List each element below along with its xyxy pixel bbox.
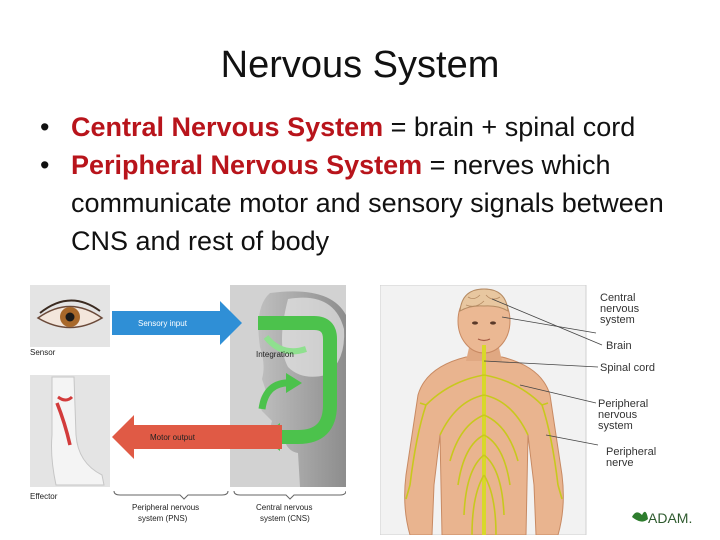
label-peripheral-nerve-line1: Peripheral bbox=[606, 446, 656, 458]
label-cns-line1: Central bbox=[600, 292, 635, 304]
cns-caption-line2: system (CNS) bbox=[260, 514, 310, 523]
integration-label: Integration bbox=[256, 350, 294, 359]
nerve-network-icon bbox=[405, 345, 563, 535]
adam-logo-icon: ADAM. bbox=[632, 510, 692, 526]
motor-output-label: Motor output bbox=[150, 433, 196, 442]
adam-logo-text: ADAM. bbox=[648, 510, 692, 526]
bullet-dot: • bbox=[40, 112, 50, 142]
label-spinal-cord: Spinal cord bbox=[600, 362, 655, 374]
bullet-cns-definition: = brain + spinal cord bbox=[383, 112, 636, 142]
cns-caption-line1: Central nervous bbox=[256, 503, 312, 512]
human-nervous-system-diagram: Central nervous system Brain Spinal cord… bbox=[380, 285, 692, 535]
label-cns-line2: nervous bbox=[600, 303, 640, 315]
bullet-cns: • Central Nervous System = brain + spina… bbox=[40, 108, 700, 146]
label-peripheral-nerve-line2: nerve bbox=[606, 457, 634, 469]
label-pns-line1: Peripheral bbox=[598, 398, 648, 410]
pns-caption-line2: system (PNS) bbox=[138, 514, 188, 523]
pns-brace bbox=[113, 490, 229, 500]
sensory-motor-diagram: Sensor Effector Integration Sensory inpu… bbox=[30, 285, 346, 523]
effector-label: Effector bbox=[30, 492, 58, 501]
bullet-cns-term: Central Nervous System bbox=[71, 112, 384, 142]
label-pns-line2: nervous bbox=[598, 409, 638, 421]
bullet-list: • Central Nervous System = brain + spina… bbox=[40, 108, 700, 260]
sensory-input-arrow bbox=[112, 301, 242, 345]
eye-icon bbox=[36, 299, 104, 329]
anatomy-labels: Central nervous system Brain Spinal cord… bbox=[598, 292, 656, 469]
sensory-input-label: Sensory input bbox=[138, 319, 188, 328]
bullet-pns-term: Peripheral Nervous System bbox=[71, 150, 423, 180]
bullet-pns: • Peripheral Nervous System = nerves whi… bbox=[40, 146, 700, 260]
motor-output-arrow bbox=[112, 415, 282, 459]
pns-caption-line1: Peripheral nervous bbox=[132, 503, 199, 512]
label-brain: Brain bbox=[606, 340, 632, 352]
bullet-pns-definition: = nerves which communicate motor and sen… bbox=[71, 150, 664, 256]
bullet-dot: • bbox=[40, 150, 50, 180]
sensor-label: Sensor bbox=[30, 348, 56, 357]
label-pns-line3: system bbox=[598, 420, 633, 432]
foot-icon bbox=[51, 376, 105, 486]
cns-brace bbox=[233, 490, 346, 500]
label-leader-lines bbox=[483, 298, 603, 446]
label-cns-line3: system bbox=[600, 314, 635, 326]
slide-title: Nervous System bbox=[220, 44, 500, 86]
